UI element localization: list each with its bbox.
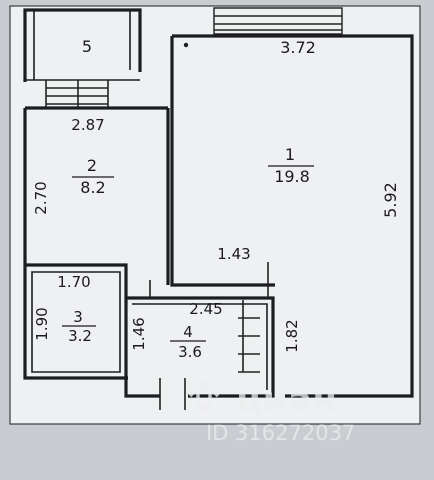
balcony-window <box>45 80 109 108</box>
walls <box>23 34 414 398</box>
fixtures <box>149 42 269 410</box>
dim-corridor: 1.43 <box>217 245 250 263</box>
dim-room1-right: 5.92 <box>381 182 400 218</box>
room-label-5: 5 <box>82 37 92 56</box>
room-2-number: 2 <box>87 156 97 175</box>
room-label-4: 4 3.6 <box>170 323 206 361</box>
dim-room2-top: 2.87 <box>71 116 104 134</box>
room-label-1: 1 19.8 <box>268 145 314 186</box>
cian-logo-icon <box>188 379 220 410</box>
room-label-2: 2 8.2 <box>72 156 114 197</box>
dimension-labels: 3.72 5.92 2.87 2.70 1.43 1.70 1.90 2.45 … <box>32 38 400 353</box>
dim-room3-top: 1.70 <box>57 273 90 291</box>
room1-window <box>213 7 343 35</box>
room-1-number: 1 <box>285 145 295 164</box>
plan-frame <box>9 5 421 425</box>
watermark-brand: циан <box>236 380 337 421</box>
room-2-area: 8.2 <box>80 178 105 197</box>
dim-room3-left: 1.90 <box>33 307 51 340</box>
room-4-area: 3.6 <box>178 343 202 361</box>
dim-room4-right: 1.82 <box>283 319 301 352</box>
room-5-number: 5 <box>82 37 92 56</box>
room-3-number: 3 <box>73 308 83 326</box>
room-1-area: 19.8 <box>274 167 310 186</box>
balcony-room-5 <box>23 8 142 82</box>
dim-room2-left: 2.70 <box>32 181 50 214</box>
room-4-number: 4 <box>183 323 193 341</box>
dim-room1-top: 3.72 <box>280 38 316 57</box>
watermark-id: ID 316272037 <box>206 421 355 445</box>
room-label-3: 3 3.2 <box>62 308 96 345</box>
dim-room4-top: 2.45 <box>189 300 222 318</box>
watermark: циан ID 316272037 <box>188 379 355 445</box>
dim-room4-left: 1.46 <box>130 317 148 350</box>
room-3-area: 3.2 <box>68 327 92 345</box>
